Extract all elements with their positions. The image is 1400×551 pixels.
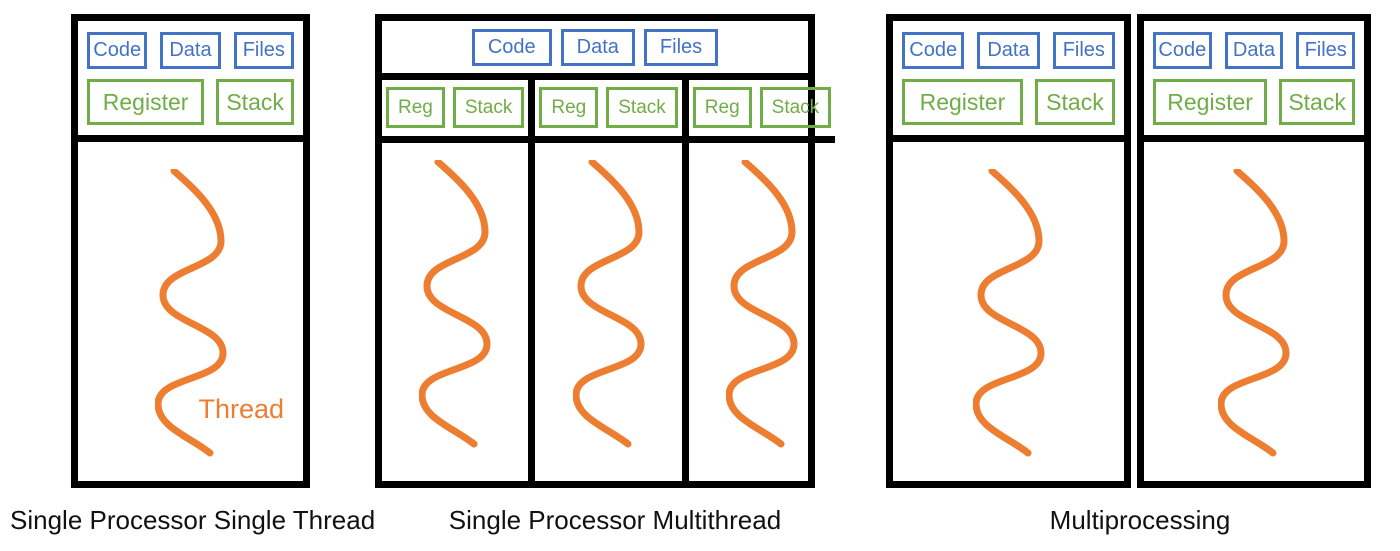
register-stack-row: Reg Stack [382, 80, 529, 143]
register-box: Reg [386, 87, 445, 128]
stack-box: Stack [1279, 79, 1355, 125]
process-header: Code Data Files Register Stack [1144, 21, 1364, 142]
files-segment-box: Files [233, 32, 294, 69]
data-segment-box: Data [160, 32, 221, 69]
data-segment-box: Data [977, 32, 1040, 69]
thread-curve [973, 169, 1045, 459]
process-header: Code Data Files Register Stack [78, 21, 303, 142]
stack-box: Stack [606, 87, 678, 128]
thread-area [535, 143, 681, 481]
memory-segments-row: Code Data Files [87, 32, 294, 69]
thread-label: Thread [198, 394, 285, 424]
column-divider [681, 80, 689, 481]
caption-multithread: Single Processor Multithread [448, 505, 782, 535]
thread-column-1: Reg Stack [382, 80, 529, 481]
stack-box: Stack [1034, 79, 1115, 125]
code-segment-box: Code [1153, 32, 1212, 69]
register-box: Register [902, 79, 1023, 125]
process-box-multiprocessing-1: Code Data Files Register Stack [886, 14, 1131, 488]
process-box-single-thread: Code Data Files Register Stack Thread [71, 14, 310, 488]
process-header: Code Data Files Register Stack [893, 21, 1124, 142]
files-segment-box: Files [1296, 32, 1356, 69]
register-stack-row: Register Stack [902, 79, 1115, 125]
column-divider [528, 80, 536, 481]
stack-box: Stack [216, 79, 294, 125]
thread-curve [573, 160, 645, 450]
stack-box: Stack [452, 87, 525, 128]
memory-segments-row: Code Data Files [1153, 32, 1356, 69]
files-segment-box: Files [643, 29, 719, 66]
code-segment-box: Code [87, 32, 148, 69]
thread-area [382, 143, 528, 481]
thread-curve [726, 160, 798, 450]
code-segment-box: Code [902, 32, 965, 69]
data-segment-box: Data [1224, 32, 1284, 69]
register-stack-row: Register Stack [1153, 79, 1355, 125]
data-segment-box: Data [560, 29, 635, 66]
thread-column-3: Reg Stack [688, 80, 836, 481]
thread-area [1144, 142, 1364, 481]
thread-columns: Reg Stack Reg Stack [382, 80, 836, 481]
memory-segments-row: Code Data Files [902, 32, 1115, 69]
register-stack-row: Register Stack [87, 79, 294, 125]
process-box-multiprocessing-2: Code Data Files Register Stack [1137, 14, 1371, 488]
thread-area [893, 142, 1124, 481]
register-stack-row: Reg Stack [688, 80, 836, 143]
stack-box: Stack [759, 87, 832, 128]
process-box-multithread: Code Data Files Reg Stack Reg Stack [375, 14, 836, 488]
register-box: Reg [692, 87, 752, 128]
register-box: Reg [539, 87, 599, 128]
thread-area: Thread [78, 142, 303, 481]
caption-single-thread: Single Processor Single Thread [10, 505, 376, 535]
register-stack-row: Reg Stack [535, 80, 682, 143]
caption-multiprocessing: Multiprocessing [1049, 505, 1231, 535]
register-box: Register [1153, 79, 1268, 125]
shared-memory-segments-row: Code Data Files [382, 21, 808, 80]
thread-column-2: Reg Stack [535, 80, 682, 481]
files-segment-box: Files [1052, 32, 1115, 69]
thread-curve [1218, 169, 1290, 459]
thread-area [689, 143, 835, 481]
register-box: Register [87, 79, 205, 125]
thread-curve [419, 160, 491, 450]
code-segment-box: Code [471, 29, 552, 66]
